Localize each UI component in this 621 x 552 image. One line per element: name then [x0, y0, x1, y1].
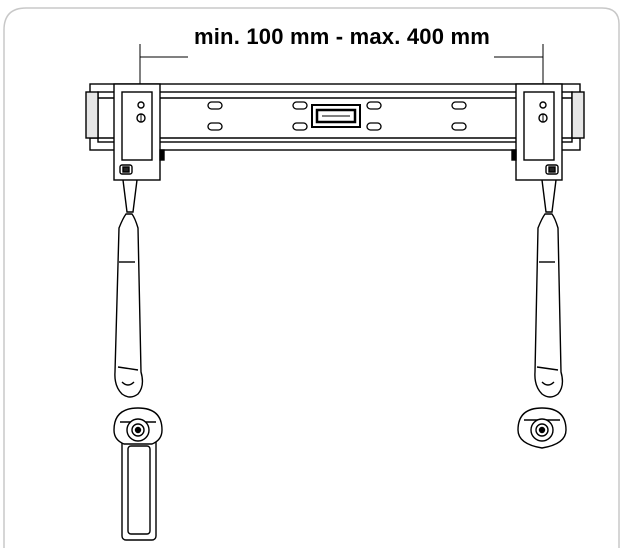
- right-locking-knob: [517, 407, 567, 449]
- frame-border: [3, 7, 620, 548]
- plate-slots: [207, 101, 467, 131]
- dimension-label: min. 100 mm - max. 400 mm: [193, 24, 491, 49]
- left-bracket: [113, 83, 165, 398]
- left-locking-knob: [113, 407, 163, 541]
- level-indicator: [311, 104, 361, 128]
- right-bracket: [511, 83, 564, 398]
- dimension-lines: [139, 44, 544, 84]
